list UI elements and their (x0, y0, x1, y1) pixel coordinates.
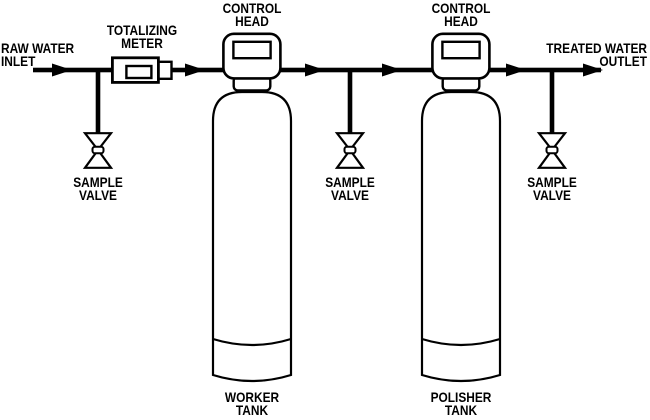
polisher-tank-base-line (421, 337, 501, 347)
label-line: WORKER (224, 389, 280, 405)
label-line: VALVE (331, 186, 369, 203)
label-polisher-tank: POLISHER TANK (393, 389, 529, 418)
label-line: VALVE (79, 186, 117, 203)
valve-bottom-triangle (536, 148, 568, 169)
label-line: POLISHER (430, 389, 492, 405)
label-sample-valve-1: SAMPLE VALVE (30, 174, 166, 203)
label-line: TANK (444, 401, 478, 418)
label-line: TANK (235, 401, 269, 418)
totalizing-meter-connector (156, 60, 173, 80)
label-line: METER (121, 34, 163, 51)
label-raw-water-inlet: RAW WATER INLET (1, 40, 95, 69)
flow-arrow-5-icon (506, 63, 526, 77)
valve-top-triangle (82, 132, 114, 152)
label-treated-water-outlet: TREATED WATER OUTLET (537, 40, 647, 69)
worker-tank-shape (211, 90, 293, 383)
label-control-head-2: CONTROL HEAD (393, 0, 529, 29)
valve-top-triangle (334, 132, 366, 152)
label-line: CONTROL (431, 0, 491, 16)
control-head-2-display (441, 40, 481, 60)
polisher-tank-shape (420, 90, 502, 383)
flow-arrow-3-icon (305, 63, 325, 77)
sample-valve-1-icon (82, 132, 114, 169)
label-line: INLET (1, 52, 36, 69)
flow-arrow-2-icon (185, 63, 205, 77)
sample-pipe-1 (95, 68, 101, 133)
label-line: TREATED WATER (546, 40, 647, 56)
flow-arrow-4-icon (382, 63, 402, 77)
sample-valve-2-icon (334, 132, 366, 169)
label-line: HEAD (444, 12, 478, 29)
label-line: RAW WATER (1, 40, 75, 56)
flow-arrow-6-icon (583, 63, 603, 77)
valve-bottom-triangle (82, 148, 114, 169)
valve-stem (545, 145, 559, 155)
flow-arrow-1-icon (52, 63, 72, 77)
valve-bottom-triangle (334, 148, 366, 169)
label-line: CONTROL (222, 0, 282, 16)
sample-pipe-3 (549, 68, 555, 133)
label-line: HEAD (235, 12, 269, 29)
valve-stem (91, 145, 105, 155)
sample-valve-3-icon (536, 132, 568, 169)
valve-stem (343, 145, 357, 155)
control-head-1-display (232, 40, 272, 60)
sample-pipe-2 (347, 68, 353, 133)
valve-top-triangle (536, 132, 568, 152)
label-line: SAMPLE (527, 174, 577, 190)
label-line: SAMPLE (325, 174, 375, 190)
label-sample-valve-2: SAMPLE VALVE (282, 174, 418, 203)
worker-tank-base-line (212, 337, 292, 347)
label-sample-valve-3: SAMPLE VALVE (484, 174, 620, 203)
label-totalizing-meter: TOTALIZING METER (74, 22, 210, 51)
label-line: SAMPLE (73, 174, 123, 190)
label-control-head-1: CONTROL HEAD (184, 0, 320, 29)
label-worker-tank: WORKER TANK (184, 389, 320, 418)
label-line: OUTLET (599, 52, 647, 69)
label-line: TOTALIZING (106, 22, 178, 38)
totalizing-meter-display (125, 64, 153, 80)
label-line: VALVE (533, 186, 571, 203)
